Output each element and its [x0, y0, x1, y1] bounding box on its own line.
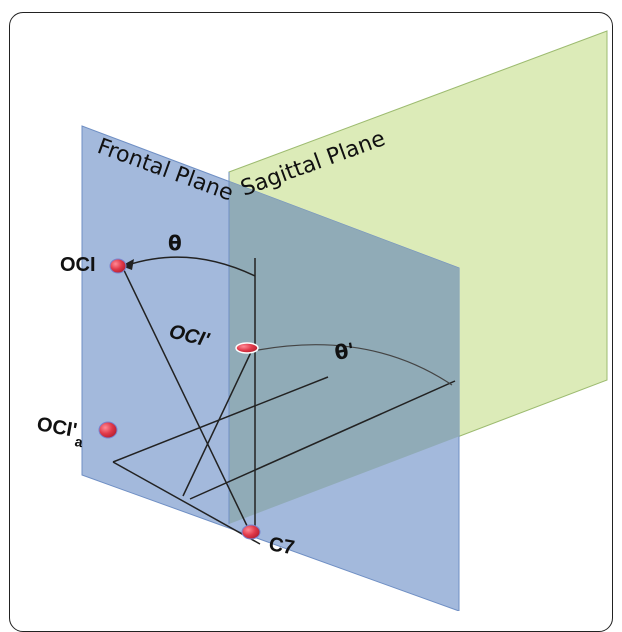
oci-label: OCI	[60, 254, 96, 276]
oci-prime-point	[235, 342, 259, 354]
oci-point	[109, 258, 127, 274]
sagittal-base-line	[189, 380, 456, 500]
plane-diagram: Frontal Plane Sagittal Plane θ θ' OCI OC…	[34, 30, 608, 611]
theta-label: θ	[168, 231, 182, 255]
oci-prime-a-label-main: OCI'	[35, 413, 79, 442]
theta-prime-label: θ'	[333, 338, 357, 365]
base-left-line	[112, 376, 329, 463]
c7-label: C7	[267, 533, 296, 559]
oci-to-c7-line	[120, 263, 251, 533]
theta-arc	[127, 256, 256, 277]
oci-prime-a-label: OCI'a	[34, 413, 87, 450]
theta-arrowhead	[121, 259, 134, 270]
construction-lines	[112, 258, 456, 545]
oci-prime-a-point	[98, 421, 118, 439]
oci-prime-a-subscript: a	[74, 433, 85, 450]
base-diagonal-line	[112, 461, 261, 545]
theta-prime-arc	[257, 344, 453, 386]
c7-point	[241, 524, 261, 540]
oci-prime-to-c7-line	[182, 349, 253, 497]
